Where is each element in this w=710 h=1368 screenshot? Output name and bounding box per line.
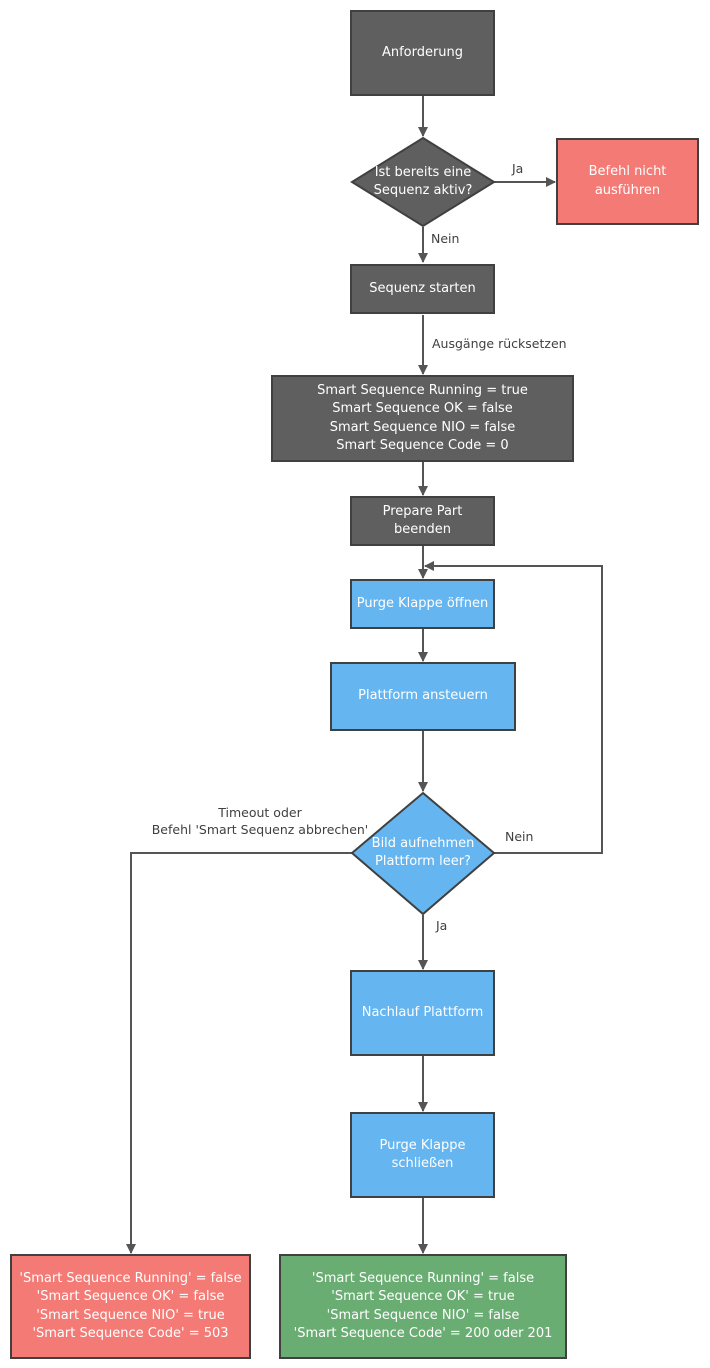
text-line: Smart Sequence Running = true [317, 382, 528, 398]
node-result-error: 'Smart Sequence Running' = false 'Smart S… [10, 1254, 251, 1359]
node-befehl-nicht-ausfuehren: Befehl nicht ausführen [556, 138, 699, 225]
edge-decision-timeout [126, 852, 352, 1254]
text-line: Nachlauf Plattform [361, 1004, 484, 1020]
text-line: Nein [431, 231, 460, 246]
text-line: Purge Klappe öffnen [356, 595, 489, 611]
text-line: Smart Sequence NIO = false [329, 419, 516, 435]
text-line: Plattform ansteuern [358, 688, 488, 704]
text-line: Smart Sequence Code = 0 [336, 438, 509, 453]
text-line: Timeout oder [218, 805, 302, 820]
edge-label-ja-1: Ja [512, 160, 523, 177]
edge-label-ja-2: Ja [436, 917, 447, 934]
node-purge-klappe-oeffnen: Purge Klappe öffnen [350, 579, 495, 629]
text-line: Purge Klappe [379, 1137, 466, 1153]
node-purge-klappe-schliessen: Purge Klappe schließen [350, 1112, 495, 1198]
node-sequenz-starten: Sequenz starten [350, 264, 495, 314]
text-line: Plattform leer? [375, 854, 471, 869]
text-line: 'Smart Sequence Running' = false [311, 1270, 535, 1286]
node-anforderung: Anforderung [350, 10, 495, 96]
node-result-ok: 'Smart Sequence Running' = false 'Smart S… [279, 1254, 567, 1359]
node-plattform-ansteuern: Plattform ansteuern [330, 662, 516, 731]
text-line: Nein [505, 829, 534, 844]
text-line: Ja [436, 918, 448, 933]
text-line: 'Smart Sequence NIO' = true [36, 1307, 225, 1323]
text-line: Sequenz aktiv? [373, 183, 473, 198]
text-line: Ist bereits eine [374, 164, 472, 180]
edge-label-reset: Ausgänge rücksetzen [432, 335, 567, 352]
text-line: Befehl nicht [588, 164, 667, 179]
text-line: 'Smart Sequence OK' = false [36, 1289, 225, 1304]
text-line: ausführen [594, 182, 661, 198]
text-line: Ausgänge rücksetzen [432, 336, 567, 351]
text-line: Anforderung [381, 44, 464, 60]
text-line: 'Smart Sequence OK' = true [331, 1289, 515, 1304]
text-line: 'Smart Sequence Code' = 503 [32, 1326, 229, 1341]
text-line: Sequenz starten [369, 280, 476, 296]
text-line: schließen [391, 1156, 454, 1171]
edge-label-nein-1: Nein [431, 230, 459, 247]
text-line: Prepare Part [382, 503, 463, 519]
text-line: 'Smart Sequence Code' = 200 oder 201 [293, 1326, 553, 1341]
node-prepare-part-beenden: Prepare Part beenden [350, 496, 495, 546]
edge-label-nein-2: Nein [505, 828, 533, 845]
edge-decision-nein-loop [424, 561, 603, 854]
text-line: Befehl 'Smart Sequenz abbrechen' [151, 822, 369, 837]
text-line: 'Smart Sequence Running' = false [19, 1270, 242, 1286]
text-line: 'Smart Sequence NIO' = false [326, 1307, 520, 1323]
decision-empty-shape [350, 791, 496, 916]
text-line: Bild aufnehmen [371, 835, 475, 851]
text-line: Smart Sequence OK = false [332, 401, 513, 416]
text-line: Ja [512, 161, 524, 176]
decision-active-shape [350, 136, 496, 228]
node-nachlauf-plattform: Nachlauf Plattform [350, 970, 495, 1056]
text-line: beenden [394, 522, 451, 537]
